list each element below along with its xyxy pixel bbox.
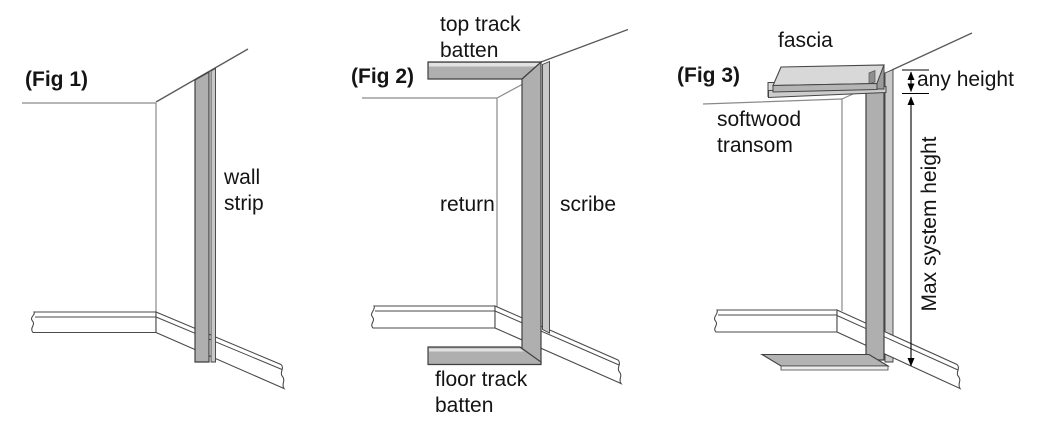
fig1-wall-strip-label: wall strip xyxy=(224,165,264,217)
fig3-dimension-marks xyxy=(902,69,929,367)
fig1-title: (Fig 1) xyxy=(25,68,88,91)
fig3-softwood-transom-label: softwood transom xyxy=(717,107,801,159)
fig2-ceiling-line xyxy=(540,28,629,63)
fig3-max-system-height-label: Max system height xyxy=(918,136,941,312)
fig2-top-track-batten-label: top track batten xyxy=(440,12,521,64)
label-line: batten xyxy=(435,394,494,417)
fig1-skirting-board xyxy=(30,311,286,390)
fig2-scribe-strip-shape xyxy=(542,60,550,334)
fig3-scribe-strip-shape xyxy=(884,68,894,363)
label-line: floor track xyxy=(435,368,528,391)
fig3-wall-panel-shape xyxy=(865,71,885,361)
label-line: strip xyxy=(224,192,264,215)
fig1-wall-corner-lines xyxy=(22,102,157,313)
fig3-ceiling-line xyxy=(892,32,973,71)
fig2-return-label: return xyxy=(440,193,495,216)
fig3-fascia-label: fascia xyxy=(778,29,833,52)
fig2-title: (Fig 2) xyxy=(351,65,414,88)
fig2-return-panel-shape xyxy=(521,60,550,365)
fig2-wall-corner-lines xyxy=(362,83,523,307)
fig3-any-height-label: any height xyxy=(917,68,1014,91)
label-line: batten xyxy=(440,39,499,62)
label-line: top track xyxy=(440,13,521,36)
fig1-drawing xyxy=(22,48,286,390)
fig3-fascia-shape xyxy=(767,64,887,99)
label-line: softwood xyxy=(717,108,802,131)
fig3-floor-track-batten-shape xyxy=(760,353,890,371)
fig2-floor-track-batten-label: floor track batten xyxy=(435,367,527,419)
fig3-drawing xyxy=(702,32,973,390)
fig2-top-track-batten-shape xyxy=(427,61,543,80)
label-line: wall xyxy=(224,166,261,189)
fig2-drawing xyxy=(362,28,629,385)
fig1-wall-strip-shape xyxy=(194,67,216,363)
label-line: transom xyxy=(717,134,793,157)
fig2-scribe-label: scribe xyxy=(560,193,617,216)
fig3-title: (Fig 3) xyxy=(677,64,740,87)
fig2-floor-track-batten-shape xyxy=(427,346,542,366)
any-height-tick-lines xyxy=(902,69,929,95)
